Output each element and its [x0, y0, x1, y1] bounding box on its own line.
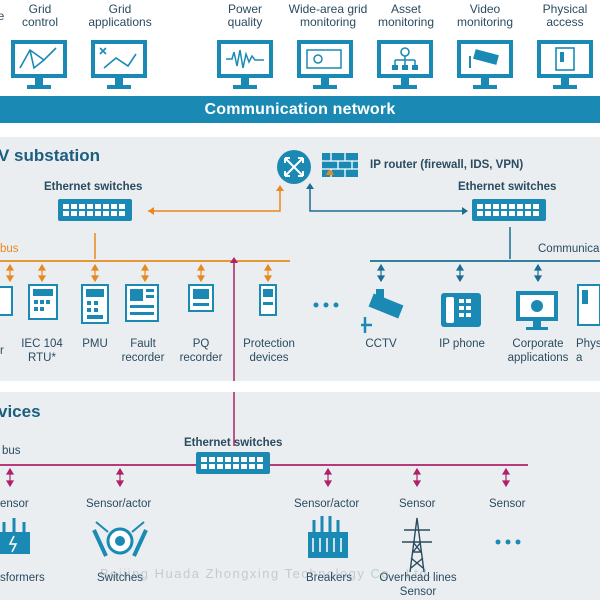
physical-access-icon — [577, 284, 600, 326]
fault-recorder-icon — [125, 284, 159, 322]
field-devices-title: vices — [0, 402, 41, 421]
monitor-icon-power-quality — [217, 40, 273, 89]
ethernet-switch-right-icon — [472, 199, 546, 221]
router-icon — [277, 150, 311, 184]
ip-phone-icon — [441, 293, 481, 327]
substation-title: V substation — [0, 146, 101, 165]
overhead-line-tower-icon — [402, 517, 432, 573]
app-label-physical: Physical access — [542, 2, 588, 29]
device-label-fault: Fault recorder — [121, 338, 165, 364]
ip-router-label: IP router (firewall, IDS, VPN) — [370, 159, 524, 171]
orange-link — [148, 189, 281, 212]
device-label-rtu: IEC 104 RTU* — [21, 338, 63, 364]
blue-link — [309, 185, 464, 212]
field-label-overhead-lines: Overhead lines Sensor — [379, 572, 457, 598]
app-label-power-quality: Power quality — [227, 2, 263, 29]
communication-network-label: Communication network — [204, 101, 396, 118]
device-label-0: r — [0, 345, 4, 357]
bus-left-label: bus — [0, 243, 19, 255]
app-label-asset: Asset monitoring — [377, 2, 435, 29]
corporate-applications-icon — [516, 291, 558, 330]
field-label-transformers: sformers — [0, 572, 45, 584]
pmu-icon — [81, 284, 109, 324]
watermark: Beijing Huada Zhongxing Technology Co., … — [100, 566, 434, 581]
monitor-icon-wide-area — [297, 40, 353, 89]
app-label-wide-area: Wide-area grid monitoring — [288, 2, 368, 29]
field-bus-label: bus — [2, 445, 21, 457]
monitor-icon-video — [457, 40, 513, 89]
device-label-cctv: CCTV — [365, 338, 397, 350]
device-label-pq: PQ recorder — [179, 338, 223, 364]
monitor-icon-grid-control — [11, 40, 67, 89]
communication-right-label: Communica — [538, 243, 600, 255]
sensor-top-4: Sensor — [489, 498, 526, 510]
field-devices-panel — [0, 392, 600, 600]
device-label-ip-phone: IP phone — [439, 338, 485, 350]
device-icon-0 — [0, 286, 13, 316]
app-label-grid-applications: Grid applications — [88, 2, 152, 29]
device-label-protection: Protection devices — [243, 338, 295, 364]
app-label-video: Video monitoring — [456, 2, 514, 29]
field-diagram — [0, 392, 528, 573]
field-ellipsis-icon — [495, 539, 521, 545]
transformer-icon — [0, 518, 30, 554]
ethernet-switches-left-label: Ethernet switches — [44, 181, 143, 193]
protection-device-icon — [259, 284, 277, 316]
substation-diagram — [0, 150, 600, 381]
sensor-top-3: Sensor — [399, 498, 436, 510]
device-label-physical: Physi a — [576, 338, 600, 364]
sensor-top-1: Sensor/actor — [86, 498, 152, 510]
field-ethernet-label: Ethernet switches — [184, 437, 283, 449]
field-ethernet-switch-icon — [196, 452, 270, 474]
monitor-icon-grid-applications — [91, 40, 147, 89]
ellipsis-icon — [313, 302, 339, 308]
pq-recorder-icon — [188, 284, 214, 312]
switch-icon — [92, 521, 148, 557]
field-label-breakers: Breakers — [306, 572, 353, 584]
device-label-corporate: Corporate applications — [507, 338, 569, 364]
monitor-icon-physical-access — [537, 40, 593, 89]
field-label-switches: Switches — [97, 572, 144, 584]
sensor-top-0: ensor — [0, 498, 29, 510]
monitors-row — [11, 40, 593, 89]
rtu-icon — [28, 284, 58, 320]
app-label-grid-control: Grid control — [21, 2, 59, 29]
app-label-0: e — [0, 9, 5, 23]
breaker-icon — [308, 516, 348, 558]
ethernet-switch-left-icon — [58, 199, 132, 221]
sensor-top-2: Sensor/actor — [294, 498, 360, 510]
cctv-icon — [361, 289, 404, 333]
device-label-pmu: PMU — [82, 338, 108, 350]
firewall-icon — [322, 153, 358, 177]
ethernet-switches-right-label: Ethernet switches — [458, 181, 557, 193]
communication-network-band: Communication network — [0, 96, 600, 123]
monitor-icon-asset — [377, 40, 433, 89]
